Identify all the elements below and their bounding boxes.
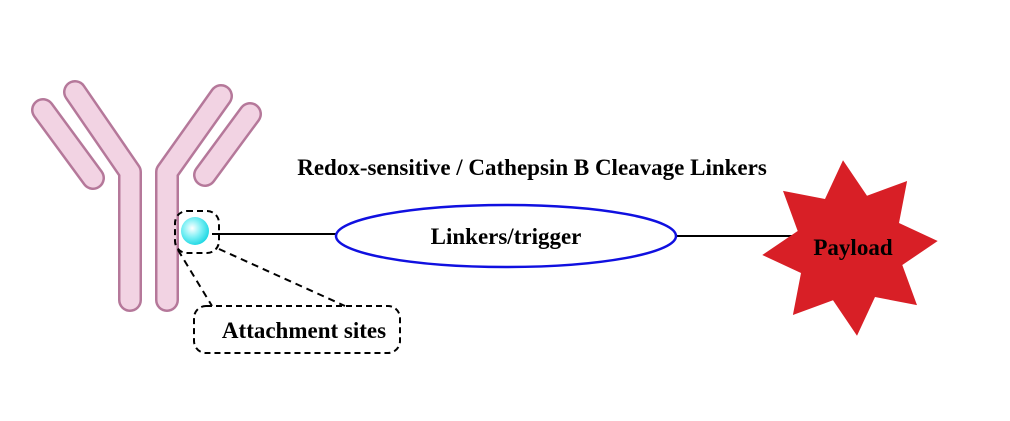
- attachment-label-box: [193, 305, 401, 354]
- attachment-site-highlight: [174, 210, 220, 254]
- payload-star-icon: [762, 160, 938, 336]
- attachment-sites-label: Attachment sites: [222, 318, 386, 343]
- callout-line-right: [218, 248, 346, 307]
- antibody-icon: [31, 80, 262, 312]
- attachment-site-icon: [181, 217, 209, 245]
- payload-label: Payload: [813, 235, 892, 260]
- linker-ellipse: [334, 203, 678, 269]
- callout-line-left: [177, 249, 213, 307]
- diagram-title: Redox-sensitive / Cathepsin B Cleavage L…: [297, 155, 767, 180]
- linker-label: Linkers/trigger: [431, 224, 582, 249]
